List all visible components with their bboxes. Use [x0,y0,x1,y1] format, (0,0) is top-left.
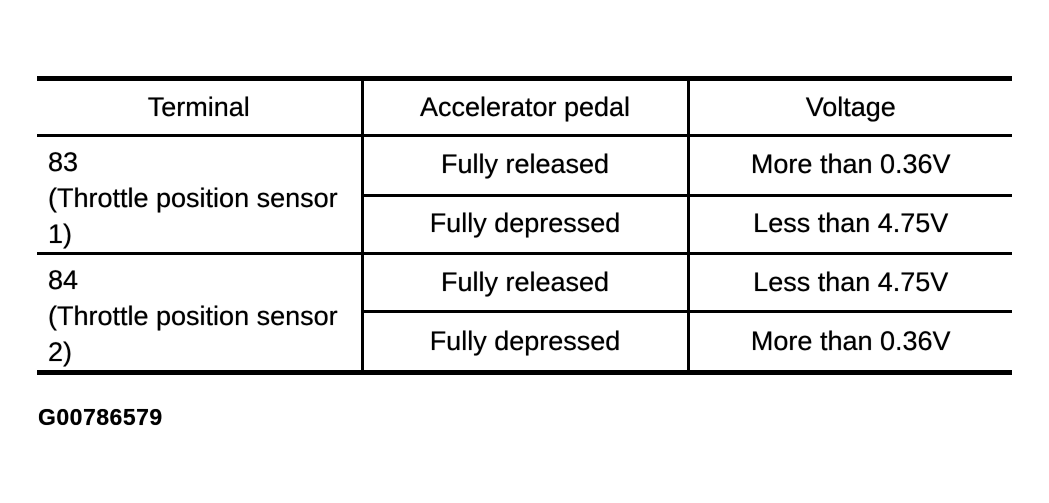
sensor-voltage-spec-table: Terminal Accelerator pedal Voltage 83 (T… [37,76,1012,375]
pedal-cell: Fully depressed [360,195,688,255]
terminal-cell-84: 84 (Throttle position sensor 2) [48,265,338,367]
pedal-cell: Fully released [360,253,688,314]
table-header-row: Terminal Accelerator pedal Voltage [37,78,1012,137]
pedal-cell: Fully depressed [360,311,688,373]
header-cell-terminal: Terminal [37,78,362,137]
voltage-cell: Less than 4.75V [686,253,1012,314]
pedal-cell: Fully released [360,135,688,197]
table-row: Fully depressed Less than 4.75V [37,195,1012,255]
header-cell-voltage: Voltage [686,78,1012,137]
table-row: 84 (Throttle position sensor 2) Fully re… [37,253,1012,367]
header-cell-accelerator-pedal: Accelerator pedal [360,78,688,137]
figure-id-label: G00786579 [38,404,163,430]
voltage-cell: Less than 4.75V [686,195,1012,255]
table-row: 83 (Throttle position sensor 1) Fully re… [37,135,1012,255]
voltage-cell: More than 0.36V [686,311,1012,373]
voltage-cell: More than 0.36V [686,135,1012,197]
table-row: Fully depressed More than 0.36V [37,311,1012,373]
terminal-cell-83: 83 (Throttle position sensor 1) [37,135,362,255]
